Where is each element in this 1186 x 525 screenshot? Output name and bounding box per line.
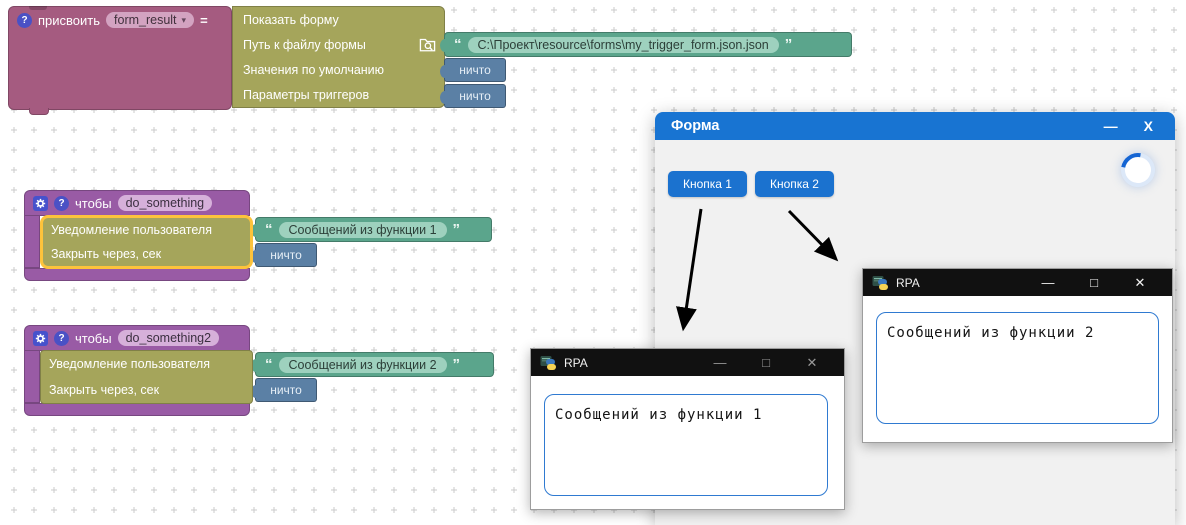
function-name-input[interactable]: do_something2 — [117, 330, 220, 346]
form-titlebar[interactable]: Форма — X — [655, 112, 1175, 140]
rpa-window-title: RPA — [896, 275, 920, 290]
notification-label: Уведомление пользователя — [49, 357, 210, 371]
block-function-do-something2[interactable]: ? чтобы do_something2 — [24, 325, 250, 351]
help-icon[interactable]: ? — [17, 12, 32, 28]
variable-name: form_result — [114, 13, 177, 27]
close-quote-icon: ” — [784, 36, 793, 53]
block-user-notification-1[interactable]: Уведомление пользователя Закрыть через, … — [40, 215, 253, 269]
output-connector — [251, 385, 261, 398]
block-null-close-after-1[interactable]: ничто — [251, 243, 317, 267]
message-input[interactable]: Сообщений из функции 1 — [278, 221, 447, 238]
open-quote-icon: “ — [265, 356, 273, 373]
form-body: Кнопка 1 Кнопка 2 — [655, 140, 1175, 525]
rpa-app-icon — [872, 275, 888, 290]
assign-keyword: присвоить — [38, 12, 101, 28]
output-connector — [251, 359, 261, 372]
block-string-form-path[interactable]: “ C:\Проект\resource\forms\my_trigger_fo… — [440, 32, 852, 57]
notification-message: Сообщений из функции 1 — [544, 394, 828, 496]
close-quote-icon: ” — [452, 221, 461, 238]
null-label: ничто — [270, 248, 302, 262]
output-connector — [251, 224, 261, 237]
close-after-label: Закрыть через, сек — [51, 247, 162, 261]
equals-sign: = — [200, 12, 208, 28]
maximize-button[interactable]: □ — [762, 354, 770, 370]
block-null-close-after-2[interactable]: ничто — [251, 378, 317, 402]
null-label: ничто — [459, 89, 491, 103]
dropdown-arrow-icon: ▾ — [181, 14, 187, 25]
form-path-label: Путь к файлу формы — [243, 37, 366, 52]
null-label: ничто — [270, 383, 302, 397]
rpa-titlebar[interactable]: RPA — □ ✕ — [531, 349, 844, 376]
form-button-2[interactable]: Кнопка 2 — [754, 171, 834, 197]
mutator-gear-icon[interactable] — [33, 195, 48, 211]
block-null-defaults[interactable]: ничто — [440, 58, 506, 82]
form-button-1[interactable]: Кнопка 1 — [668, 171, 747, 197]
maximize-button[interactable]: □ — [1090, 274, 1098, 290]
block-string-message-2[interactable]: “ Сообщений из функции 2 ” — [251, 352, 494, 377]
close-button[interactable]: ✕ — [806, 354, 818, 370]
message-input[interactable]: Сообщений из функции 2 — [278, 356, 447, 373]
next-connector-bump — [29, 108, 49, 115]
rpa-window-title: RPA — [564, 355, 588, 370]
trigger-params-label: Параметры триггеров — [243, 87, 370, 102]
function-body-spine — [24, 215, 40, 268]
loading-spinner — [1114, 146, 1162, 194]
output-connector — [440, 39, 450, 52]
minimize-button[interactable]: — — [1103, 118, 1118, 134]
defaults-label: Значения по умолчанию — [243, 62, 385, 77]
block-string-message-1[interactable]: “ Сообщений из функции 1 ” — [251, 217, 492, 242]
function-bottom — [24, 268, 250, 281]
rpa-message-window-2: RPA — □ ✕ Сообщений из функции 2 — [862, 268, 1173, 443]
minimize-button[interactable]: — — [1041, 274, 1055, 290]
form-window-title: Форма — [671, 118, 720, 134]
notification-label: Уведомление пользователя — [51, 223, 212, 237]
prev-connector-notch — [29, 6, 47, 10]
null-label: ничто — [459, 63, 491, 77]
function-keyword: чтобы — [75, 330, 112, 346]
show-form-title: Показать форму — [243, 12, 339, 27]
open-quote-icon: “ — [265, 221, 273, 238]
rpa-message-window-1: RPA — □ ✕ Сообщений из функции 1 — [530, 348, 845, 510]
close-quote-icon: ” — [452, 356, 461, 373]
function-name-input[interactable]: do_something — [117, 195, 213, 211]
block-set-variable[interactable]: ? присвоить form_result ▾ = — [8, 6, 232, 115]
close-button[interactable]: X — [1143, 118, 1153, 134]
open-quote-icon: “ — [454, 36, 462, 53]
help-icon[interactable]: ? — [54, 195, 69, 211]
block-show-form[interactable]: Показать форму Путь к файлу формы Значен… — [232, 6, 445, 108]
notification-message: Сообщений из функции 2 — [876, 312, 1159, 424]
function-body-spine — [24, 350, 40, 403]
output-connector — [440, 65, 450, 78]
output-connector — [440, 91, 450, 104]
minimize-button[interactable]: — — [713, 354, 727, 370]
output-connector — [251, 250, 261, 263]
form-path-input[interactable]: C:\Проект\resource\forms\my_trigger_form… — [467, 36, 779, 53]
function-bottom — [24, 403, 250, 416]
function-keyword: чтобы — [75, 195, 112, 211]
block-function-do-something[interactable]: ? чтобы do_something — [24, 190, 250, 216]
rpa-titlebar[interactable]: RPA — □ ✕ — [863, 269, 1172, 296]
block-null-trigger-params[interactable]: ничто — [440, 84, 506, 108]
block-user-notification-2[interactable]: Уведомление пользователя Закрыть через, … — [40, 350, 253, 404]
rpa-app-icon — [540, 355, 556, 370]
close-button[interactable]: ✕ — [1134, 274, 1146, 290]
help-icon[interactable]: ? — [54, 330, 69, 346]
variable-dropdown[interactable]: form_result ▾ — [106, 12, 195, 28]
browse-file-icon[interactable] — [419, 37, 436, 52]
mutator-gear-icon[interactable] — [33, 330, 48, 346]
close-after-label: Закрыть через, сек — [49, 383, 160, 397]
